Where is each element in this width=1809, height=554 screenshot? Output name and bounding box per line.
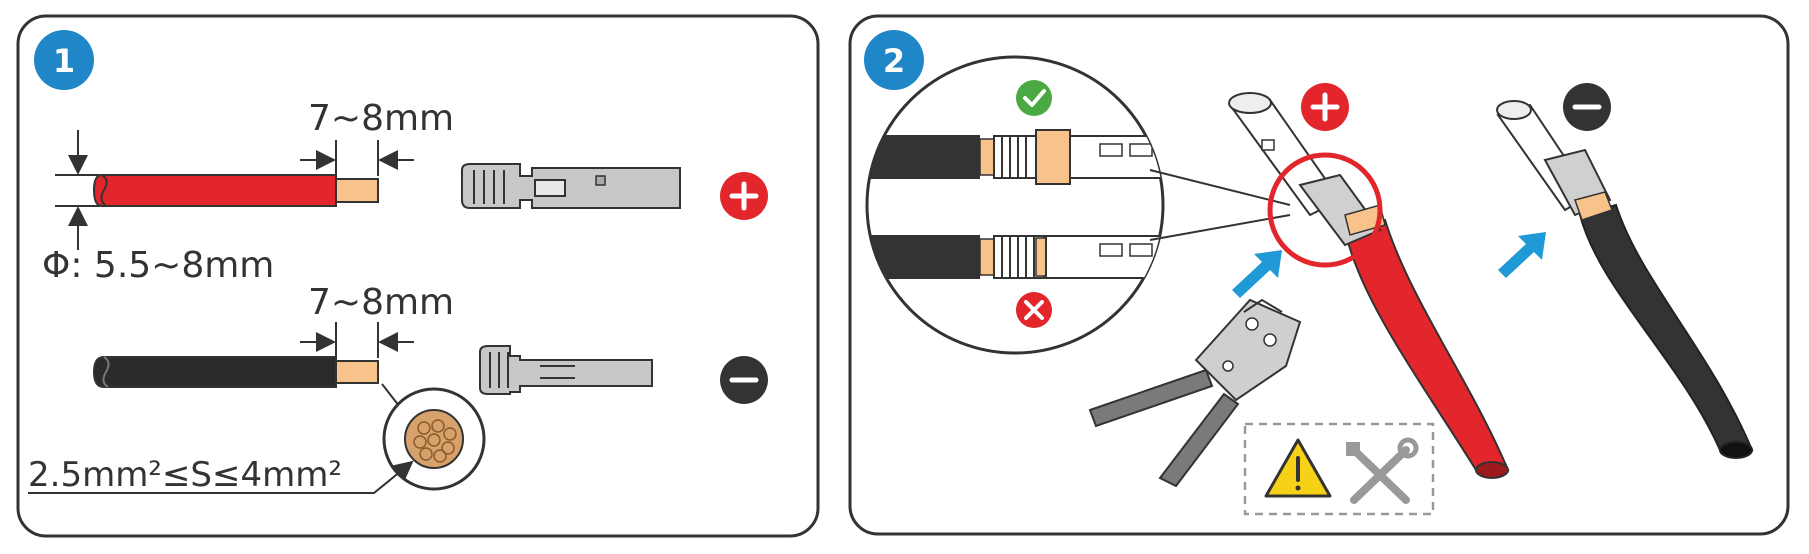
cross-badge: [1016, 292, 1052, 328]
cross-section-callout: [28, 383, 486, 494]
check-icon: [1023, 89, 1046, 107]
insert-arrow-icon: [1498, 232, 1546, 278]
plus-icon: [1310, 92, 1340, 122]
negative-contact-pin: [479, 345, 653, 395]
strip-length-top-label: 7~8mm: [308, 98, 454, 139]
incorrect-crimp: [867, 235, 1163, 279]
positive-badge: [720, 172, 768, 220]
step-2-panel: 2: [848, 14, 1790, 536]
negative-cable: [92, 356, 379, 388]
cross-icon: [1024, 300, 1044, 320]
step-2-number: 2: [883, 42, 905, 80]
strip-length-bottom-dimension: [300, 322, 414, 358]
negative-cable-core: [335, 360, 379, 384]
negative-badge: [720, 356, 768, 404]
strip-length-top-dimension: [300, 140, 414, 176]
step-2-positive-badge: [1301, 83, 1349, 131]
negative-cable-assembly: [1496, 100, 1754, 459]
step-2-badge: 2: [864, 30, 924, 90]
strip-length-bottom-label: 7~8mm: [308, 282, 454, 323]
diameter-dimension: [55, 130, 100, 250]
positive-cable-assembly: [1228, 92, 1510, 479]
correct-crimp: [867, 129, 1163, 185]
step-1-frame: [16, 14, 820, 538]
crimping-pliers-icon: [1088, 298, 1302, 488]
warning-triangle-icon: [1264, 438, 1332, 498]
tools-icon: [1346, 437, 1419, 504]
step-1-number: 1: [53, 42, 75, 80]
check-badge: [1016, 80, 1052, 116]
step-2-negative-badge: [1563, 83, 1611, 131]
plus-icon: [729, 181, 759, 211]
step-1-badge: 1: [34, 30, 94, 90]
cross-section-label: 2.5mm²≤S≤4mm²: [28, 455, 342, 495]
step-1-panel: 1 Φ: 5.5~8mm 7~8mm: [16, 14, 820, 538]
positive-cable: [92, 174, 379, 207]
warning-tools-box: [1243, 422, 1435, 516]
zoom-leader-lines: [1149, 169, 1291, 241]
crimp-highlight-circle: [1267, 152, 1383, 268]
diameter-label: Φ: 5.5~8mm: [42, 245, 274, 286]
positive-cable-core: [335, 178, 379, 203]
positive-contact-pin: [461, 163, 681, 209]
insert-arrow-icon: [1232, 250, 1282, 298]
crimp-detail-zoom: [865, 55, 1165, 355]
